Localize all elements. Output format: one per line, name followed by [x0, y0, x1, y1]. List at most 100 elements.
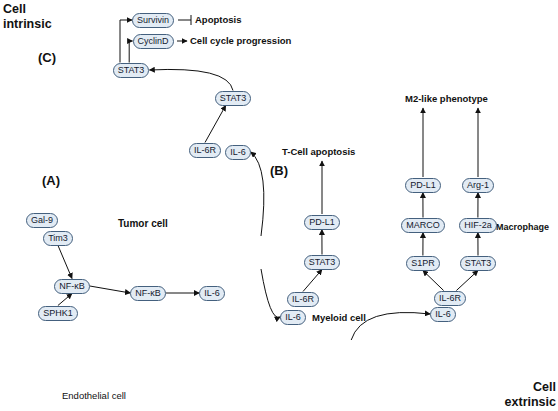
dna-strand — [108, 50, 176, 58]
cell-outline — [58, 340, 555, 384]
molecule-name: IL-6 — [435, 309, 451, 319]
cytoplasm-granule — [434, 205, 439, 210]
molecule-name: HIF-2a — [464, 220, 492, 230]
cell-membrane — [262, 171, 378, 333]
molecule-name: NF-κB — [135, 288, 161, 298]
cytoplasm-granule — [98, 245, 103, 250]
cytoplasm-granule — [166, 209, 171, 214]
cytoplasm-granule — [129, 197, 132, 200]
signal-arrow — [456, 271, 478, 291]
signal-arrow — [422, 193, 423, 218]
molecule-name: IL-6R — [439, 293, 461, 303]
molecule-name: IL-6 — [204, 288, 220, 298]
endothelial-nucleus — [87, 356, 115, 367]
dna-rung — [128, 52, 129, 56]
cytoplasm-granule — [509, 159, 512, 162]
signal-arrow — [129, 41, 132, 63]
cell-membrane — [381, 115, 553, 317]
dna-rung — [122, 52, 123, 56]
cell-outline — [262, 168, 380, 334]
cytoplasm-granule — [158, 183, 165, 190]
cytoplasm-granule — [178, 231, 185, 238]
dna-rung — [110, 53, 111, 56]
molecule-pill: STAT3 — [215, 91, 252, 106]
cytoplasm-granule — [84, 267, 87, 270]
molecule-name: STAT3 — [465, 258, 492, 268]
cell-body: (B)Myeloid cellPD-L1STAT3IL-6RIL-6 — [262, 168, 380, 334]
cell-body: MacrophagePD-L1Arg-1MARCOHIF-2aS1PRSTAT3… — [382, 112, 554, 318]
molecule-name: SPHK1 — [43, 308, 73, 318]
molecule-pill: HIF-2a — [459, 218, 497, 233]
molecule-name: S1PR — [411, 258, 435, 268]
cytoplasm-granule — [503, 286, 506, 289]
cytoplasm-granule — [424, 233, 427, 236]
endothelial-cell — [141, 345, 225, 377]
cytoplasm-granule — [155, 251, 158, 254]
inhibit-line — [178, 20, 191, 21]
molecule-pill: IL-6 — [280, 310, 306, 325]
endothelial-cell — [223, 345, 307, 377]
leader-arrow — [423, 108, 424, 177]
molecule-pill: IL-6 — [430, 307, 456, 322]
cytoplasm-granule — [200, 208, 203, 211]
annotation-label: T-Cell apoptosis — [282, 146, 355, 157]
cytoplasm-granule — [232, 258, 235, 261]
cytoplasm-granule — [511, 256, 516, 261]
signal-arrow — [166, 293, 199, 294]
molecule-pill: Arg-1 — [462, 178, 494, 193]
endothelial-nucleus — [497, 356, 525, 367]
molecule-name: IL-6R — [194, 145, 216, 155]
molecule-pill: Survivin — [132, 13, 174, 28]
molecule-pill: IL-6 — [225, 145, 251, 160]
endothelial-cell — [469, 345, 553, 377]
molecule-name: IL-6R — [292, 294, 314, 304]
cell-name: Myeloid cell — [312, 312, 366, 323]
cell-body: (A)Tumor cellGal-9Tim3NF-κBSPHK1NF-κBIL-… — [25, 170, 261, 335]
molecule-name: IL-6 — [285, 312, 301, 322]
endothelial-nucleus — [169, 356, 197, 367]
cell-name: (A) — [42, 173, 60, 189]
molecule-name: STAT3 — [309, 257, 336, 267]
cell-membrane — [26, 173, 259, 335]
endothelial-nucleus — [333, 356, 361, 367]
cytoplasm-granule — [484, 161, 489, 166]
endothelial-nucleus — [415, 356, 443, 367]
cytoplasm-granule — [393, 187, 398, 192]
molecule-pill: Tim3 — [43, 231, 73, 246]
leader-arrow — [322, 161, 323, 214]
molecule-name: PD-L1 — [309, 217, 335, 227]
cytoplasm-granule — [96, 292, 103, 299]
cytoplasm-granule — [128, 285, 131, 288]
cytoplasm-granule — [56, 252, 63, 259]
molecule-name: STAT3 — [118, 65, 145, 75]
molecule-pill: IL-6R — [287, 292, 319, 307]
cytoplasm-granule — [492, 189, 499, 196]
molecule-pill: NF-κB — [130, 286, 166, 301]
inhibit-bar — [191, 15, 192, 25]
signal-arrow — [205, 106, 226, 143]
signal-arrow — [423, 271, 444, 291]
cytoplasm-granule — [191, 309, 194, 312]
annotation-label: Cell cycle progression — [190, 35, 291, 46]
endothelial-cell — [305, 345, 389, 377]
signal-arrow — [422, 233, 423, 256]
molecule-name: Tim3 — [48, 233, 68, 243]
endothelial-cell — [387, 345, 471, 377]
annotation-label: M2-like phenotype — [405, 93, 488, 104]
molecule-pill: IL-6R — [434, 291, 466, 306]
signal-arrow — [321, 230, 322, 255]
molecule-pill: STAT3 — [304, 255, 341, 270]
molecule-name: MARCO — [406, 220, 440, 230]
molecule-name: IL-6 — [230, 147, 246, 157]
dna-strand — [108, 50, 176, 58]
dna-rung — [140, 53, 141, 56]
molecule-name: Gal-9 — [31, 215, 53, 225]
cytoplasm-granule — [456, 255, 459, 258]
endothelial-nucleus — [251, 356, 279, 367]
signal-arrow — [477, 193, 478, 218]
cytoplasm-granule — [193, 262, 200, 269]
dna-rung — [152, 50, 153, 58]
signal-arrow — [477, 233, 478, 256]
